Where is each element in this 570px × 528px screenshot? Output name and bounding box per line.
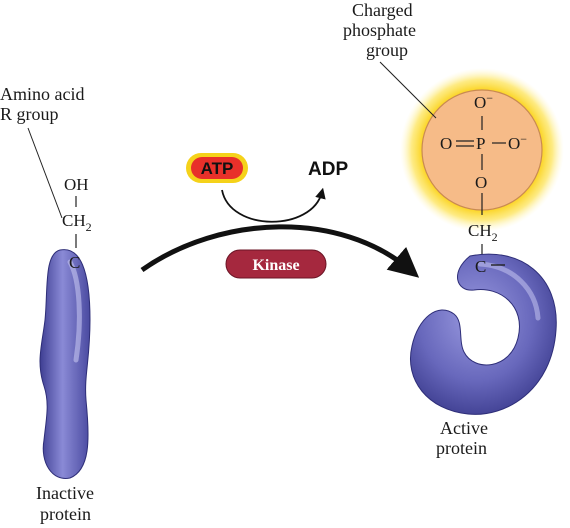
main-reaction-arrow	[140, 224, 420, 278]
adp-label: ADP	[308, 159, 348, 180]
amino-acid-label-line2: R group	[0, 104, 59, 124]
amino-acid-leader-line	[27, 127, 63, 219]
hydroxyl-label: OH	[64, 175, 89, 194]
phosphate-o-right: O−	[508, 132, 527, 153]
atp-adp-arrow	[221, 187, 326, 223]
phosphate-o-link: O	[475, 173, 487, 192]
kinase-badge	[225, 249, 327, 279]
active-protein-shape	[410, 253, 557, 415]
right-c-label: C	[475, 257, 486, 276]
charged-label-line2: phosphate	[343, 20, 416, 40]
left-c-label: C	[69, 253, 80, 272]
left-ch-label: CH2	[62, 211, 92, 234]
phosphate-o-left: O	[440, 134, 452, 153]
active-protein-highlight	[477, 261, 541, 321]
amino-acid-label-line1: Amino acid	[0, 84, 84, 104]
phosphate-p: P	[476, 134, 485, 153]
inactive-label-line2: protein	[40, 504, 91, 524]
kinase-label: Kinase	[252, 257, 299, 274]
inactive-protein-highlight	[67, 259, 82, 363]
atp-label: ATP	[201, 159, 234, 178]
active-label-line1: Active	[440, 418, 488, 438]
inactive-protein-shape	[39, 249, 91, 479]
inactive-label-line1: Inactive	[36, 483, 94, 503]
active-label-line2: protein	[436, 438, 487, 458]
charged-label-line1: Charged	[352, 0, 413, 20]
right-ch-label: CH2	[468, 221, 498, 244]
charged-leader-line	[379, 61, 437, 119]
atp-badge	[191, 157, 243, 179]
phosphate-o-top: O−	[474, 91, 493, 112]
charged-label-line3: group	[366, 40, 408, 60]
